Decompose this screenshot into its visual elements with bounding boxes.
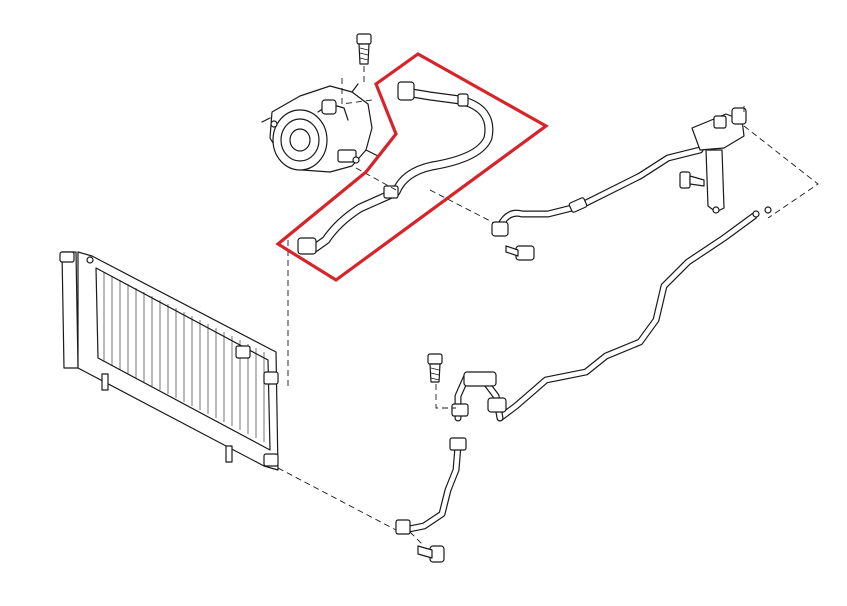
bolt [417, 545, 445, 563]
bolt [427, 353, 443, 383]
condenser-core-fins [103, 272, 265, 442]
bolt [505, 245, 535, 261]
bolt [356, 33, 372, 65]
condenser [59, 251, 279, 471]
bolt [679, 171, 705, 189]
discharge-hose [297, 81, 494, 255]
liquid-pipe [395, 212, 758, 535]
suction-pipe [491, 146, 704, 237]
expansion-valve-bracket [691, 107, 747, 214]
highlight-outline [275, 52, 549, 282]
compressor [261, 83, 379, 173]
